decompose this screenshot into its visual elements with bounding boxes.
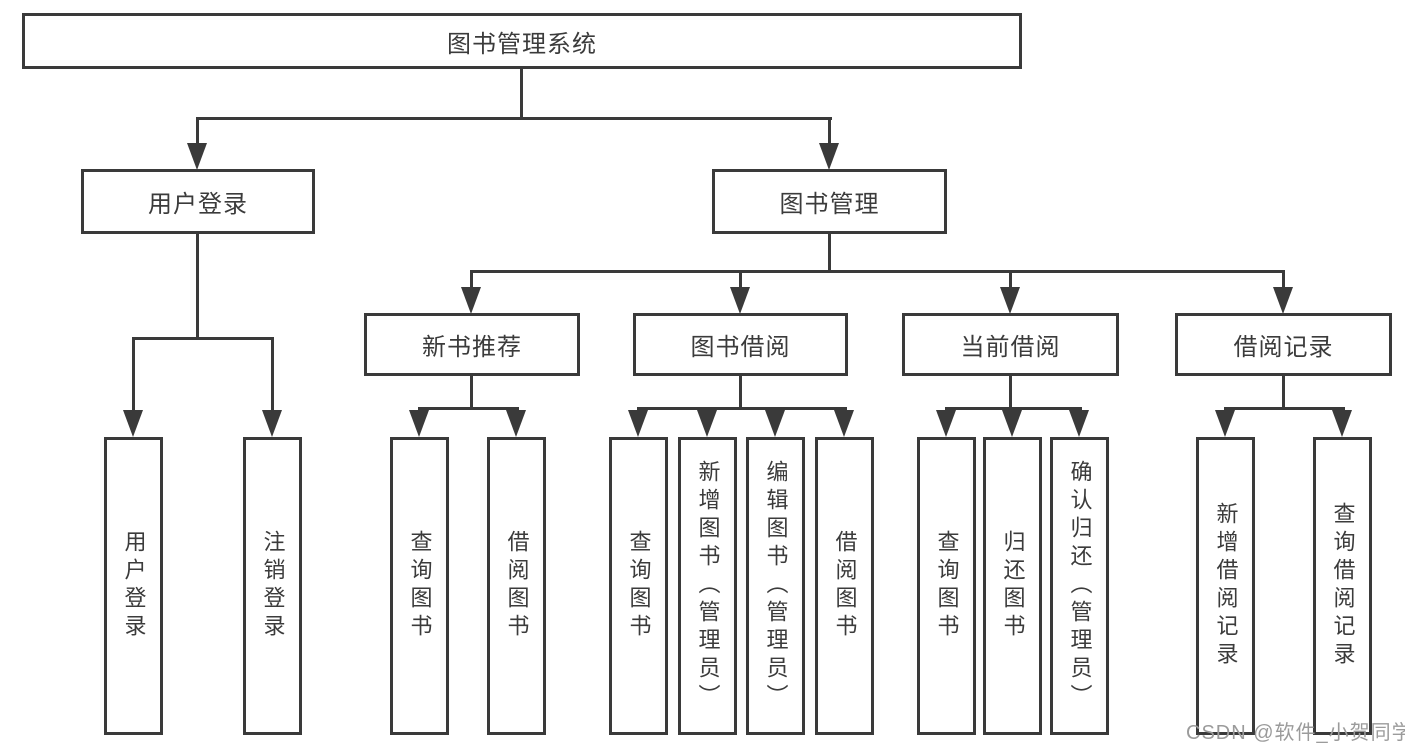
connector-drop <box>470 270 473 289</box>
arrow-down-icon <box>262 410 282 437</box>
connector-stem <box>470 376 473 410</box>
node-label: 新书推荐 <box>422 334 522 361</box>
leaf-label: 新增图书（管理员） <box>695 460 721 712</box>
leaf-label: 新增借阅记录 <box>1213 502 1239 670</box>
arrow-down-icon <box>1000 287 1020 314</box>
arrow-down-icon <box>506 410 526 437</box>
arrow-down-icon <box>936 410 956 437</box>
arrow-down-icon <box>409 410 429 437</box>
leaf-label: 注销登录 <box>260 530 286 642</box>
leaf-recommend-borrow-books: 借阅图书 <box>487 437 546 735</box>
arrow-down-icon <box>730 287 750 314</box>
node-label: 用户登录 <box>148 191 248 218</box>
arrow-down-icon <box>123 410 143 437</box>
leaf-label: 查询图书 <box>934 530 960 642</box>
leaf-confirm-return-admin: 确认归还（管理员） <box>1050 437 1109 735</box>
node-book-borrowing: 图书借阅 <box>633 313 848 376</box>
connector-rail <box>418 407 519 410</box>
connector-drop <box>132 337 135 412</box>
leaf-label: 编辑图书（管理员） <box>763 460 789 712</box>
leaf-user-login: 用户登录 <box>104 437 163 735</box>
leaf-recommend-query-books: 查询图书 <box>390 437 449 735</box>
connector-drop <box>196 117 199 145</box>
leaf-borrowing-query-books: 查询图书 <box>609 437 668 735</box>
leaf-label: 查询借阅记录 <box>1330 502 1356 670</box>
arrow-down-icon <box>819 143 839 170</box>
node-borrowing-records: 借阅记录 <box>1175 313 1392 376</box>
connector-stem <box>196 234 199 340</box>
arrow-down-icon <box>187 143 207 170</box>
arrow-down-icon <box>1215 410 1235 437</box>
csdn-watermark: CSDN @软件_小贺同学 <box>1186 722 1405 744</box>
node-label: 图书借阅 <box>690 334 791 361</box>
node-library-management-system: 图书管理系统 <box>22 13 1022 69</box>
leaf-edit-books-admin: 编辑图书（管理员） <box>746 437 805 735</box>
leaf-label: 借阅图书 <box>504 530 530 642</box>
arrow-down-icon <box>1332 410 1352 437</box>
leaf-label: 用户登录 <box>121 530 147 642</box>
leaf-label: 查询图书 <box>407 530 433 642</box>
connector-drop <box>1282 270 1285 289</box>
arrow-down-icon <box>1002 410 1022 437</box>
node-label: 图书管理系统 <box>447 30 597 58</box>
node-new-book-recommend: 新书推荐 <box>364 313 580 376</box>
leaf-label: 借阅图书 <box>832 530 858 642</box>
leaf-label: 归还图书 <box>1000 530 1026 642</box>
leaf-label: 确认归还（管理员） <box>1067 460 1093 712</box>
node-label: 借阅记录 <box>1233 334 1334 361</box>
connector-rail <box>637 407 847 410</box>
arrow-down-icon <box>628 410 648 437</box>
leaf-return-books: 归还图书 <box>983 437 1042 735</box>
connector-rail <box>470 270 1285 273</box>
node-label: 当前借阅 <box>960 334 1061 361</box>
arrow-down-icon <box>834 410 854 437</box>
node-current-borrowing: 当前借阅 <box>902 313 1119 376</box>
connector-rail <box>196 117 832 120</box>
connector-stem <box>520 69 523 120</box>
leaf-add-borrow-record: 新增借阅记录 <box>1196 437 1255 735</box>
arrow-down-icon <box>1069 410 1089 437</box>
connector-stem <box>1282 376 1285 410</box>
arrow-down-icon <box>697 410 717 437</box>
connector-drop <box>1009 270 1012 289</box>
connector-stem <box>828 234 831 273</box>
connector-stem <box>739 376 742 410</box>
node-book-management: 图书管理 <box>712 169 947 234</box>
leaf-label: 查询图书 <box>626 530 652 642</box>
connector-drop <box>271 337 274 412</box>
connector-rail <box>945 407 1082 410</box>
leaf-borrowing-borrow-books: 借阅图书 <box>815 437 874 735</box>
arrow-down-icon <box>1273 287 1293 314</box>
arrow-down-icon <box>461 287 481 314</box>
leaf-current-query-books: 查询图书 <box>917 437 976 735</box>
connector-stem <box>1009 376 1012 410</box>
node-label: 图书管理 <box>779 191 880 218</box>
connector-drop <box>739 270 742 289</box>
leaf-logout: 注销登录 <box>243 437 302 735</box>
arrow-down-icon <box>765 410 785 437</box>
leaf-add-books-admin: 新增图书（管理员） <box>678 437 737 735</box>
connector-rail <box>1224 407 1345 410</box>
connector-drop <box>828 117 831 145</box>
leaf-query-borrow-record: 查询借阅记录 <box>1313 437 1372 735</box>
connector-rail <box>132 337 274 340</box>
node-user-login: 用户登录 <box>81 169 315 234</box>
